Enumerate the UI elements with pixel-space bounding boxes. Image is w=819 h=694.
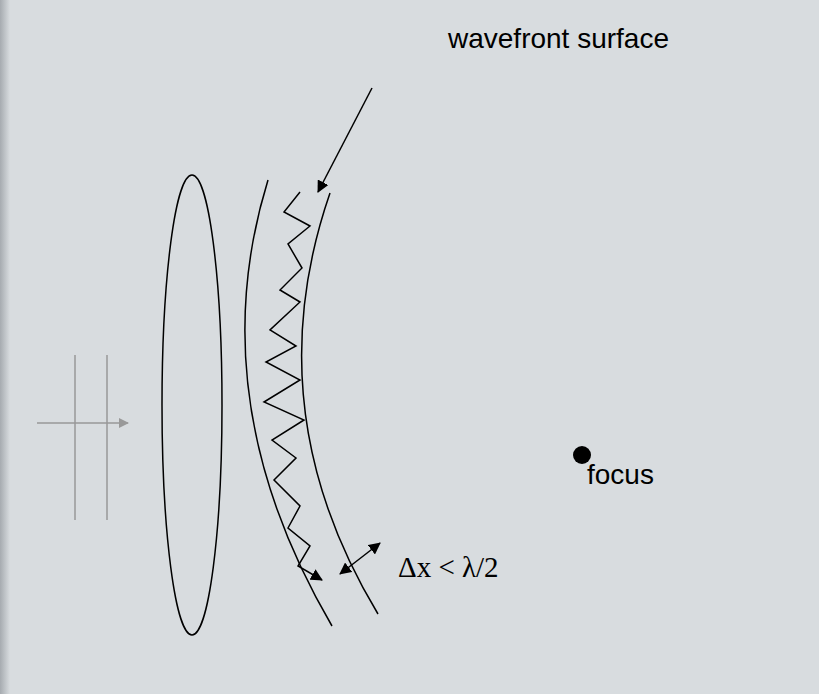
wavefront-bound xyxy=(245,180,332,626)
point-label: focus xyxy=(587,460,654,491)
plane-wave-line xyxy=(74,355,76,520)
dimension-arrow xyxy=(340,543,380,574)
dimension-label: Δx < λ/2 xyxy=(398,552,499,584)
leader-arrow xyxy=(318,88,372,192)
lens xyxy=(162,175,222,635)
page-edge xyxy=(0,0,10,694)
propagation-arrow xyxy=(37,422,128,424)
distorted-wavefront xyxy=(264,192,322,580)
wavefront-bound xyxy=(302,193,378,614)
callout-label: wavefront surface xyxy=(448,24,669,55)
plane-wave-line xyxy=(106,355,108,520)
